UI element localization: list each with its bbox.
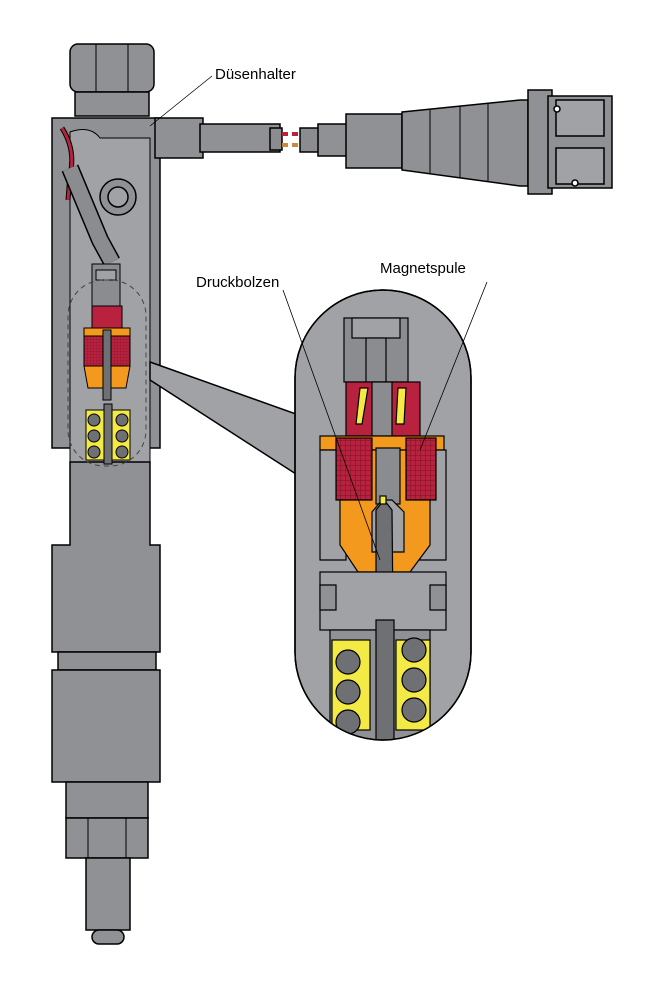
internal-wire <box>59 126 120 267</box>
nozzle-nut <box>51 669 161 783</box>
valve-assembly-small <box>83 263 131 465</box>
side-fitting <box>154 117 204 159</box>
lower-body <box>51 461 161 653</box>
detail-view <box>294 289 472 741</box>
label-solenoid: Magnetspule <box>380 260 466 277</box>
injector-body <box>51 43 281 945</box>
solenoid-coil-left <box>335 437 373 501</box>
top-nut <box>69 43 155 93</box>
callout-wedge <box>149 360 297 476</box>
detail-marker <box>67 279 147 467</box>
leader-lines <box>149 75 488 561</box>
cable-and-connector <box>269 89 613 195</box>
nozzle-tip <box>85 857 131 931</box>
label-nozzle-holder: Düsenhalter <box>215 66 296 83</box>
label-pressure-pin: Druckbolzen <box>196 274 279 291</box>
